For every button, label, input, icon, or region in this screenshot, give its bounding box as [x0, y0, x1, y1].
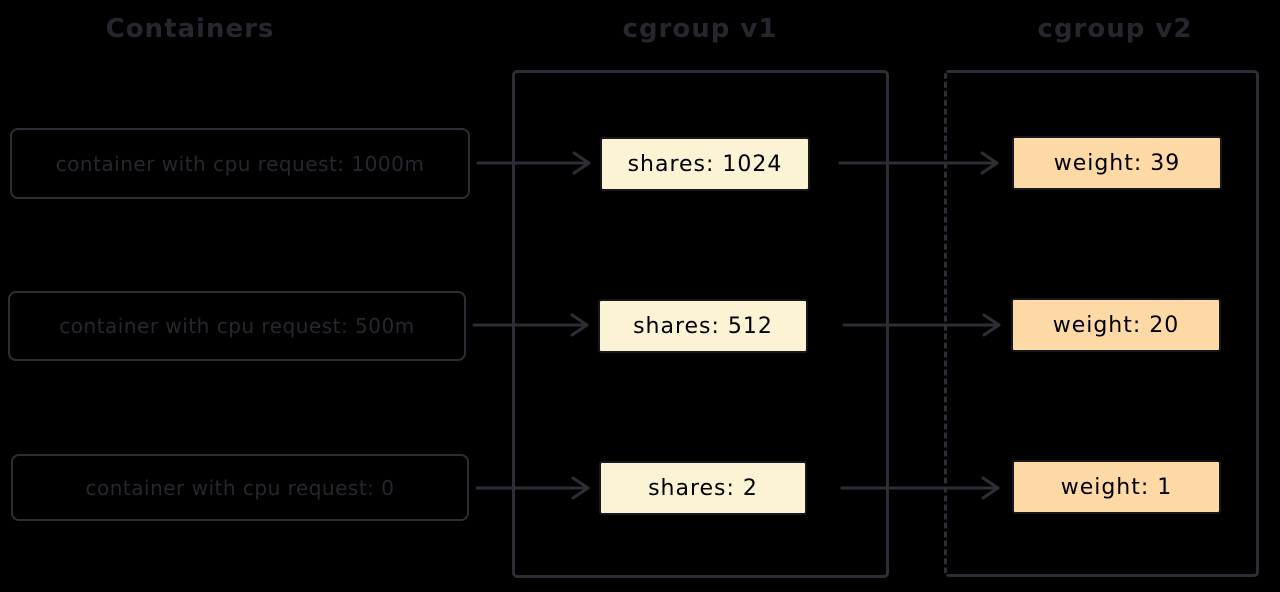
column-title-cgroup-v1: cgroup v1: [622, 14, 778, 44]
shares-value-1: shares: 1024: [627, 151, 783, 177]
weight-box-3: weight: 1: [1012, 460, 1221, 514]
shares-box-1: shares: 1024: [600, 137, 810, 191]
shares-box-3: shares: 2: [599, 461, 807, 515]
container-box-2: container with cpu request: 500m: [8, 291, 466, 361]
weight-value-1: weight: 39: [1053, 150, 1181, 176]
weight-box-1: weight: 39: [1012, 136, 1222, 190]
arrow-shares3-to-weight3: [840, 476, 1000, 500]
container-label-2: container with cpu request: 500m: [59, 314, 415, 338]
container-label-3: container with cpu request: 0: [85, 475, 395, 500]
column-title-cgroup-v2: cgroup v2: [1037, 14, 1193, 44]
container-box-1: container with cpu request: 1000m: [10, 128, 470, 199]
arrow-container2-to-shares2: [472, 313, 589, 337]
arrow-container3-to-shares3: [475, 476, 590, 500]
shares-value-2: shares: 512: [633, 313, 773, 339]
shares-box-2: shares: 512: [598, 299, 808, 353]
shares-value-3: shares: 2: [648, 475, 758, 501]
container-label-1: container with cpu request: 1000m: [55, 151, 425, 176]
arrow-shares2-to-weight2: [842, 313, 1001, 337]
arrow-container1-to-shares1: [476, 151, 591, 175]
weight-value-3: weight: 1: [1060, 474, 1173, 500]
weight-box-2: weight: 20: [1011, 298, 1221, 352]
column-title-containers: Containers: [105, 14, 275, 44]
weight-value-2: weight: 20: [1052, 312, 1180, 338]
arrow-shares1-to-weight1: [838, 151, 999, 175]
container-box-3: container with cpu request: 0: [11, 454, 469, 521]
